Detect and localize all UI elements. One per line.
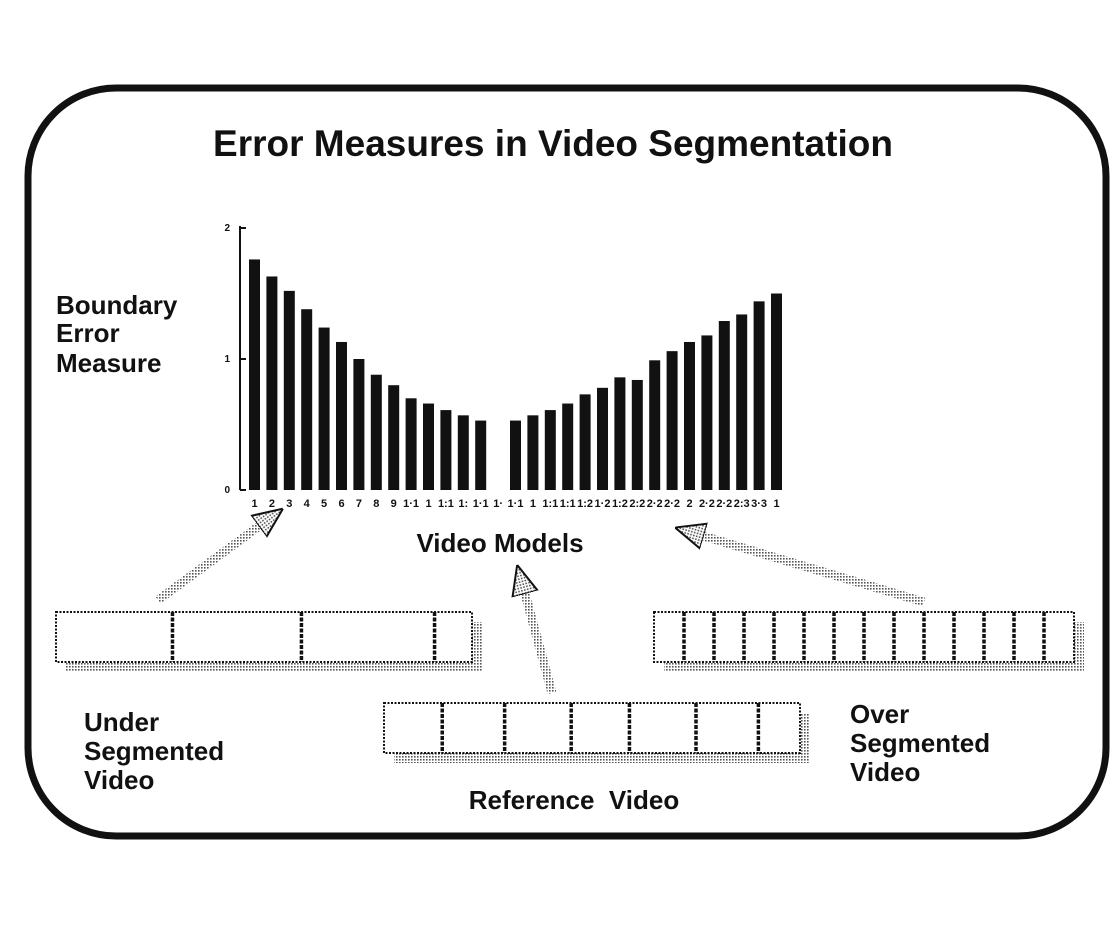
x-tick-label: 1 — [530, 498, 536, 510]
bar-11 — [423, 403, 434, 490]
bar-29 — [736, 314, 748, 490]
bar-5 — [318, 327, 330, 490]
under-label-line-3: Video — [84, 765, 154, 795]
reference-label: Reference Video — [469, 785, 680, 815]
x-tick-label: 2·2 — [699, 498, 715, 510]
bar-19 — [562, 403, 574, 490]
bar-3 — [283, 290, 295, 490]
bar-6 — [336, 341, 347, 490]
bar-16 — [510, 420, 521, 490]
x-tick-label: 1· — [493, 498, 503, 510]
bar-31 — [771, 293, 782, 490]
x-tick-label: 1·2 — [595, 498, 611, 510]
bar-13 — [457, 415, 469, 490]
under-label-line-1: Under — [84, 707, 159, 737]
bars — [249, 259, 782, 490]
strip-frame — [383, 702, 801, 754]
x-tick-label: 2·2 — [647, 498, 663, 510]
bar-24 — [649, 360, 661, 490]
over-arrow — [700, 535, 926, 607]
x-tick-label: 1 — [425, 498, 431, 510]
y-tick-label: 2 — [224, 223, 230, 234]
x-tick-label: 1·1 — [403, 498, 419, 510]
x-tick-label: 3 — [286, 498, 292, 510]
x-tick-label: 1 — [251, 498, 257, 510]
x-tick-label: 7 — [356, 498, 362, 510]
over-label-line-1: Over — [850, 699, 909, 729]
bar-22 — [614, 377, 626, 490]
x-tick-label: 1·1 — [508, 498, 524, 510]
x-tick-label: 2 — [686, 498, 692, 510]
bar-2 — [266, 276, 278, 490]
under-label-line-2: Segmented — [84, 736, 224, 766]
x-tick-label: 1:2 — [612, 498, 628, 510]
x-tick-label: 2·2 — [716, 498, 732, 510]
bar-28 — [718, 321, 730, 490]
bar-4 — [301, 309, 313, 490]
y-tick-label: 1 — [224, 354, 230, 365]
x-tick-label: 1:1 — [542, 498, 558, 510]
reference-strip — [383, 702, 810, 763]
bar-14 — [475, 420, 487, 490]
bar-8 — [370, 374, 382, 490]
x-tick-label: 1:1 — [560, 498, 576, 510]
bar-27 — [701, 335, 713, 490]
bar-21 — [597, 387, 608, 490]
strip-frame — [55, 611, 473, 663]
x-tick-label: 2:3 — [734, 498, 750, 510]
x-tick-label: 9 — [391, 498, 397, 510]
reference-arrow — [524, 590, 557, 695]
bar-9 — [388, 385, 400, 490]
bar-7 — [353, 359, 365, 490]
y-axis-label-line-2: Error — [56, 318, 120, 348]
x-tick-label: 8 — [373, 498, 379, 510]
x-axis-label: Video Models — [416, 528, 583, 558]
y-axis-label-line-1: Boundary — [56, 290, 178, 320]
x-tick-label: 1 — [773, 498, 779, 510]
x-tick-label: 1:2 — [577, 498, 593, 510]
x-tick-label: 4 — [304, 498, 311, 510]
x-tick-label: 1:1 — [438, 498, 454, 510]
bar-25 — [666, 351, 678, 490]
x-tick-label: 2 — [269, 498, 275, 510]
bar-30 — [753, 301, 765, 490]
y-axis-label-line-3: Measure — [56, 348, 162, 378]
x-tick-label: 5 — [321, 498, 327, 510]
x-tick-label: 1: — [458, 498, 468, 510]
bar-26 — [684, 341, 695, 490]
bar-23 — [631, 379, 643, 490]
y-tick-label: 0 — [224, 485, 230, 496]
under-arrow — [155, 524, 262, 604]
frame-border — [24, 84, 1110, 840]
bar-17 — [527, 415, 539, 490]
x-tick-label: 1·1 — [473, 498, 489, 510]
over-label-line-2: Segmented — [850, 728, 990, 758]
y-ticks: 0 1 2 — [224, 223, 246, 496]
over-label-line-3: Video — [850, 757, 920, 787]
x-tick-label: 6 — [338, 498, 344, 510]
bar-20 — [579, 394, 591, 490]
x-tick-label: 2:2 — [629, 498, 645, 510]
bar-10 — [405, 398, 417, 490]
figure-title: Error Measures in Video Segmentation — [213, 123, 893, 164]
bar-1 — [249, 259, 260, 490]
over-segmented-strip — [653, 611, 1084, 672]
bar-12 — [440, 410, 452, 490]
x-tick-label: 3·3 — [751, 498, 767, 510]
bar-18 — [544, 410, 556, 490]
under-segmented-strip — [55, 611, 482, 672]
x-tick-label: 2·2 — [664, 498, 680, 510]
